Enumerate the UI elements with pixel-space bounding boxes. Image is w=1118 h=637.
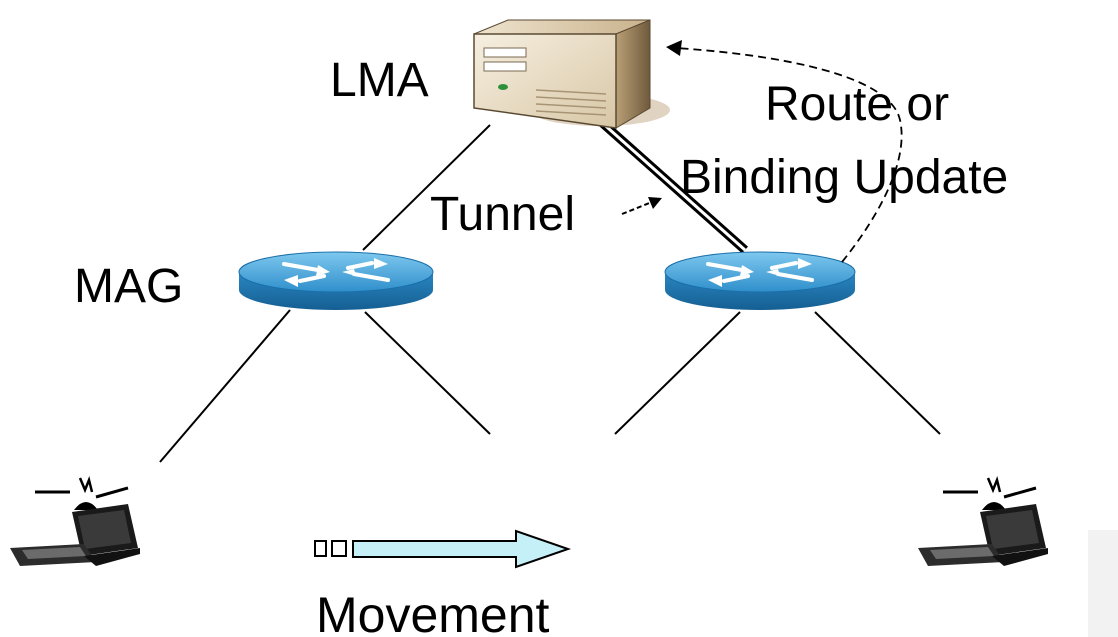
wireless-signal-icon <box>943 475 1037 499</box>
movement-arrow-icon <box>314 529 572 569</box>
movement-label: Movement <box>316 587 550 637</box>
wireless-signal-icon <box>35 475 129 499</box>
link-lma-mag-left <box>362 124 491 251</box>
route-update-label-line2: Binding Update <box>680 151 1008 204</box>
route-update-label-line1: Route or <box>765 78 949 131</box>
binding-update-arrow <box>666 40 903 263</box>
mobile-node-left-laptop-icon <box>10 475 140 566</box>
tunnel-pointer-arrow <box>621 197 662 215</box>
mag-left-router-icon <box>238 251 434 310</box>
lma-label: LMA <box>330 54 429 107</box>
tunnel-link <box>587 108 748 254</box>
mag-label: MAG <box>74 260 183 313</box>
mobile-node-right-laptop-icon <box>918 475 1048 566</box>
link-mag-right-down-right <box>814 311 941 435</box>
mag-right-router-icon <box>664 251 856 310</box>
lma-server-icon <box>473 19 670 129</box>
link-mag-left-down-left <box>159 309 291 463</box>
link-mag-right-down-left <box>614 311 741 435</box>
background-panel <box>1088 530 1118 637</box>
tunnel-label: Tunnel <box>430 188 575 241</box>
link-mag-left-down-right <box>364 311 491 435</box>
links <box>159 124 941 463</box>
